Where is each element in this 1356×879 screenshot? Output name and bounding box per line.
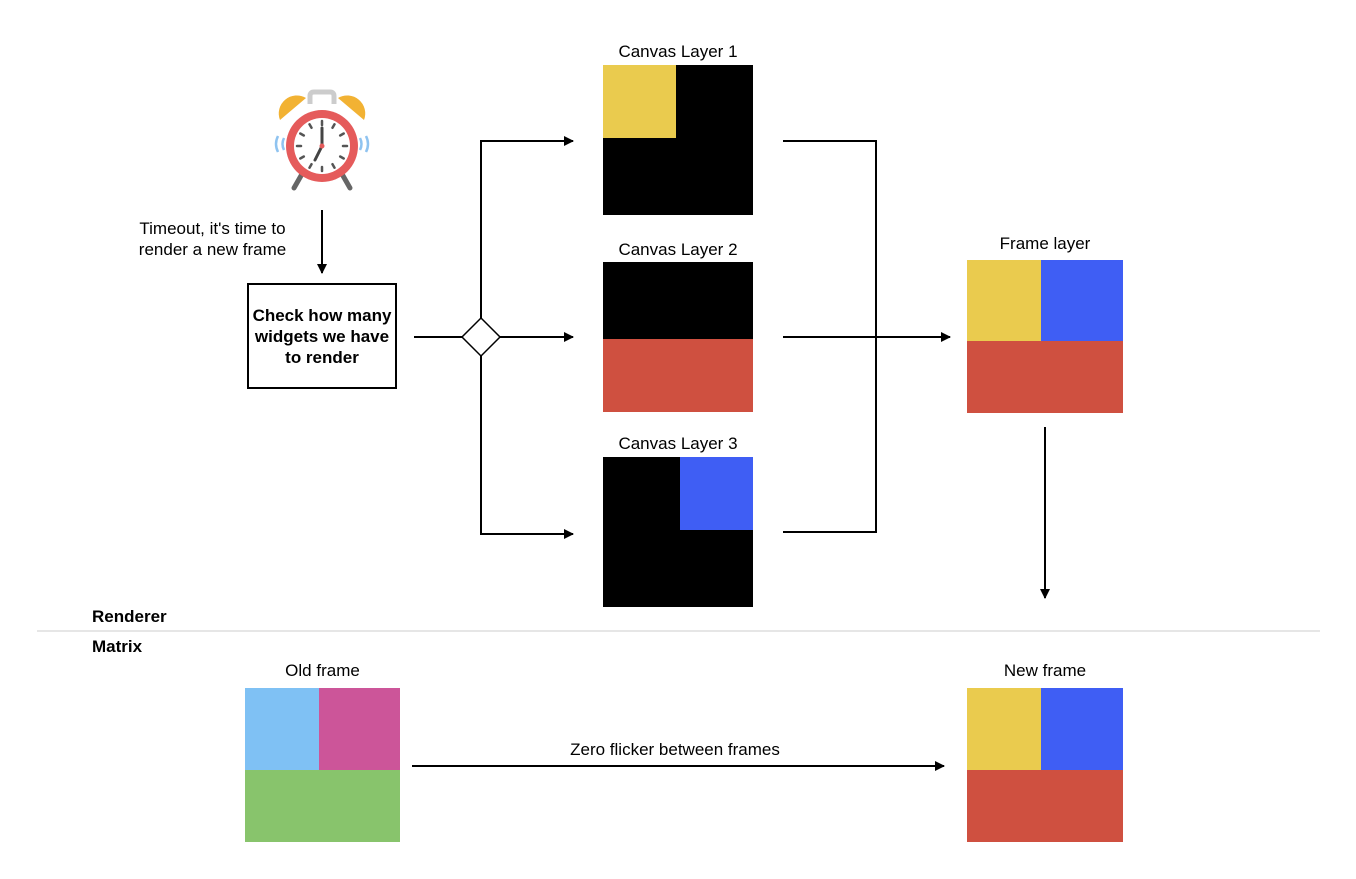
- frame-layer-top-left: [967, 260, 1041, 341]
- frame-layer-title: Frame layer: [999, 234, 1091, 253]
- new-frame-bottom: [967, 770, 1123, 842]
- transition-label: Zero flicker between frames: [570, 740, 780, 759]
- canvas-layer-1: [603, 65, 753, 215]
- canvas-layer-2-title: Canvas Layer 2: [618, 240, 738, 259]
- timeout-label: Timeout, it's time to render a new frame: [138, 219, 287, 259]
- frame-layer: [967, 260, 1123, 413]
- renderer-section-label: Renderer: [92, 607, 167, 626]
- decision-diamond: [460, 316, 502, 358]
- canvas-layer-1-title: Canvas Layer 1: [618, 42, 738, 61]
- canvas-layer-2-widget: [603, 339, 753, 412]
- old-frame-bottom: [245, 770, 400, 842]
- canvas-layer-2: [603, 262, 753, 412]
- check-widgets-text: Check how many widgets we have to render: [252, 305, 392, 367]
- new-frame-title: New frame: [1003, 661, 1087, 680]
- check-widgets-step: Check how many widgets we have to render: [247, 283, 397, 389]
- canvas-layer-3-title: Canvas Layer 3: [618, 434, 738, 453]
- old-frame-title: Old frame: [285, 661, 360, 680]
- frame-layer-bottom: [967, 341, 1123, 413]
- canvas-layer-1-widget: [603, 65, 676, 138]
- old-frame-top-left: [245, 688, 319, 770]
- new-frame-top-left: [967, 688, 1041, 770]
- frame-layer-top-right: [1041, 260, 1123, 341]
- new-frame-top-right: [1041, 688, 1123, 770]
- new-frame: [967, 688, 1123, 842]
- old-frame: [245, 688, 400, 842]
- canvas-layer-3: [603, 457, 753, 607]
- line-merge-layer-3: [783, 337, 877, 533]
- old-frame-top-right: [319, 688, 400, 770]
- alarm-clock-icon: [274, 89, 370, 191]
- matrix-section-label: Matrix: [92, 637, 143, 656]
- line-merge-layer-1: [783, 140, 877, 337]
- canvas-layer-3-widget: [680, 457, 753, 530]
